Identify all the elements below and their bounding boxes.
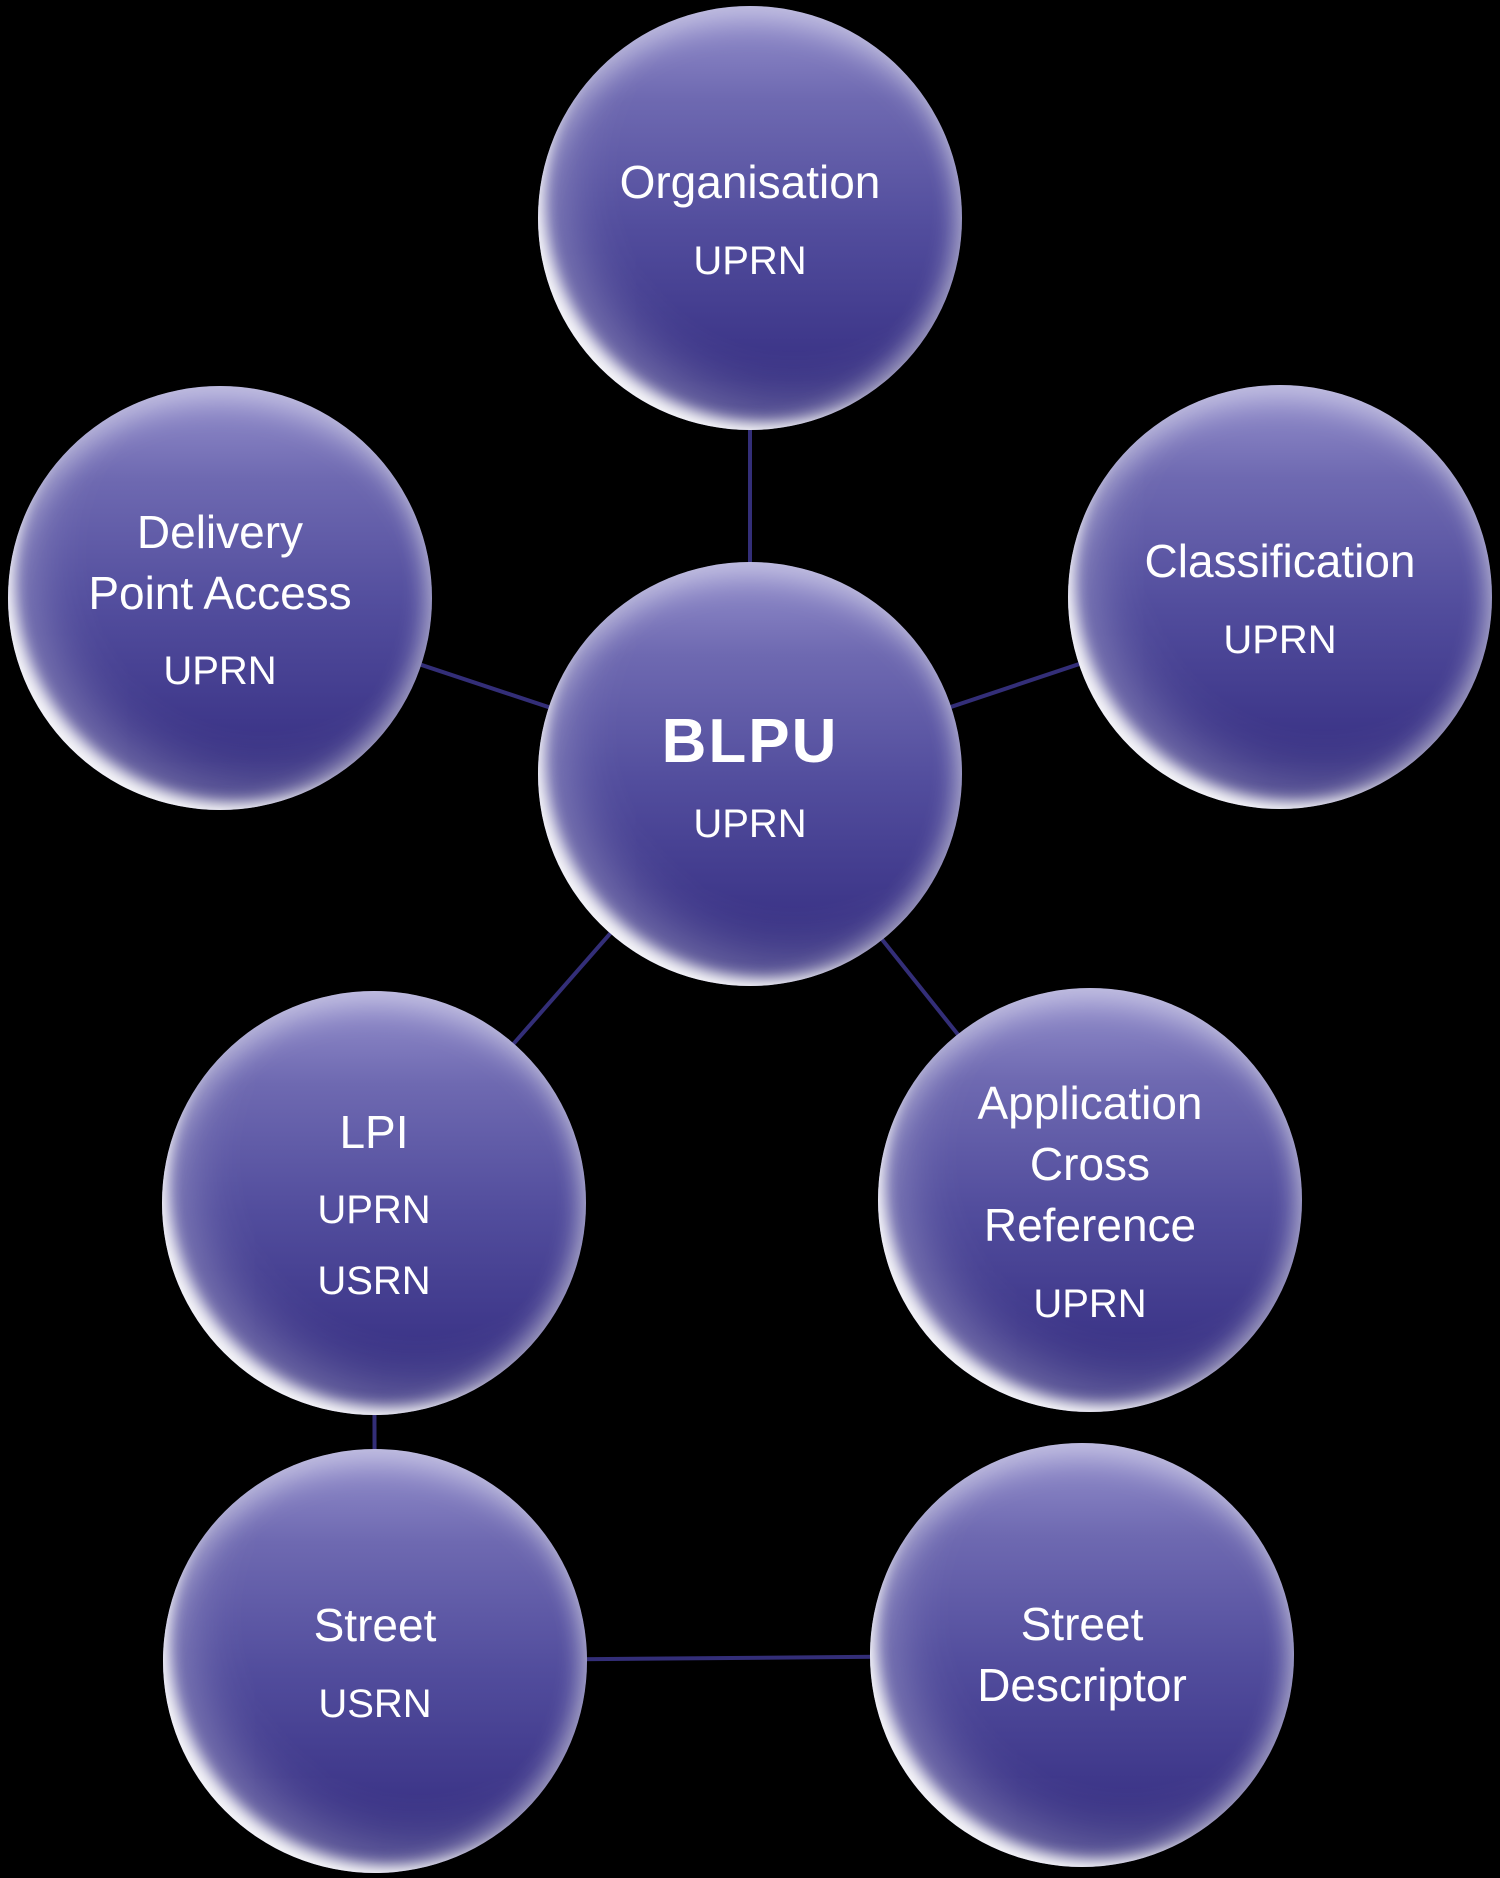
node-street-descriptor: Street Descriptor: [870, 1443, 1294, 1867]
node-street: Street USRN: [163, 1449, 587, 1873]
node-sublabel: UPRN: [163, 649, 277, 694]
node-title: LPI: [339, 1105, 409, 1158]
node-classification: Classification UPRN: [1068, 385, 1492, 809]
node-title: Classification: [1144, 535, 1416, 588]
node-sublabel: UPRN: [1033, 1281, 1147, 1326]
node-title: BLPU: [661, 706, 839, 776]
node-title: Street Descriptor: [977, 1598, 1187, 1711]
node-title: Street: [313, 1599, 437, 1652]
node-sublabel: UPRN: [693, 802, 807, 847]
node-delivery-point-access: Delivery Point Access UPRN: [8, 386, 432, 810]
node-application-cross-reference: Application Cross Reference UPRN: [878, 988, 1302, 1412]
node-sublabel: UPRN: [693, 238, 807, 283]
node-title: Organisation: [619, 156, 881, 209]
node-sublabel: USRN: [317, 1259, 431, 1304]
node-lpi: LPI UPRN USRN: [162, 991, 586, 1415]
node-blpu: BLPU UPRN: [538, 562, 962, 986]
node-sublabel: USRN: [318, 1681, 432, 1726]
node-sublabel: UPRN: [1223, 617, 1337, 662]
node-title: Delivery Point Access: [88, 505, 352, 619]
node-sublabel: UPRN: [317, 1188, 431, 1233]
node-title: Application Cross Reference: [977, 1077, 1203, 1251]
node-organisation: Organisation UPRN: [538, 6, 962, 430]
